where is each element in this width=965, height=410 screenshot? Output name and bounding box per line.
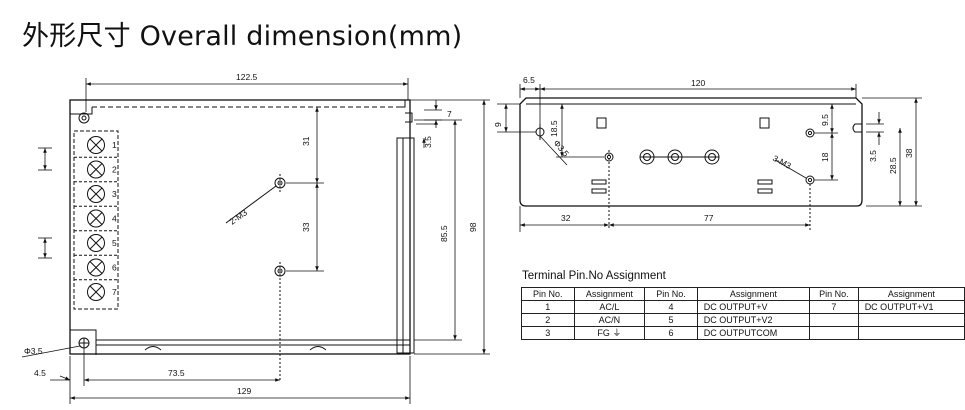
dim-height-total: 98: [468, 222, 478, 232]
terminal-block: [73, 130, 119, 310]
dim-width-top: 122.5: [236, 72, 258, 82]
header-pin-no-3: Pin No.: [808, 287, 859, 301]
table-cell: 2: [521, 313, 575, 327]
table-cell: [808, 326, 859, 340]
dim-hole-label: 2-M3: [227, 207, 249, 226]
screw-cross-icon: [89, 138, 103, 152]
table-cell: AC/L: [573, 300, 646, 314]
terminal-screw-5: [87, 234, 105, 252]
table-header-row: Pin No. Assignment Pin No. Assignment Pi…: [521, 287, 965, 301]
side-dim-height-inner: 28.5: [888, 157, 898, 174]
table-cell: DC OUTPUT+V1: [857, 300, 965, 314]
table-cell: AC/N: [573, 313, 646, 327]
table-cell: 7: [808, 300, 859, 314]
screw-cross-icon: [89, 261, 103, 274]
terminal-screw-3: [87, 185, 105, 203]
side-dim-notch: 3.5: [868, 150, 878, 162]
table-cell: 3: [521, 326, 575, 340]
header-pin-no-2: Pin No.: [644, 287, 698, 301]
table-cell: FG ⏚: [573, 326, 646, 340]
side-hole-6: [805, 175, 815, 185]
screw-cross-icon: [89, 212, 103, 225]
header-assignment-2: Assignment: [696, 287, 810, 301]
page-title: 外形尺寸 Overall dimension(mm): [22, 21, 463, 52]
right-rail: [396, 137, 415, 354]
table-cell: [857, 313, 965, 327]
table-row: 2 AC/N 5 DC OUTPUT+V2: [521, 313, 965, 327]
side-dim-right-offset: 9.5: [820, 114, 830, 126]
screw-cross-icon: [89, 236, 103, 250]
dim-height-inner: 85.5: [439, 225, 449, 242]
side-dim-bottom-span: 77: [704, 213, 714, 223]
side-dim-left-offset: 6.5: [523, 75, 535, 85]
screw-cross-icon: [89, 187, 103, 201]
dim-notch: 3.5: [423, 136, 433, 148]
side-hole-5: [805, 128, 815, 138]
side-view: [519, 97, 863, 230]
terminal-number: 2: [112, 165, 117, 175]
terminal-screw-4: [87, 209, 105, 228]
terminal-screw-1: [87, 136, 105, 154]
terminal-number: 1: [112, 140, 117, 150]
side-dim-hole-height: 9: [493, 122, 503, 127]
terminal-screw-2: [87, 160, 105, 179]
terminal-screw-7: [87, 283, 105, 301]
dim-mount-hole: Φ3.5: [24, 346, 43, 356]
table-cell: [857, 326, 965, 340]
pin-assignment-table: Pin No. Assignment Pin No. Assignment Pi…: [521, 287, 965, 340]
side-dim-length: 120: [691, 78, 705, 88]
dim-hole-spacing: 33: [301, 222, 311, 232]
table-cell: 6: [644, 326, 698, 340]
dim-offset-top: 7: [447, 109, 452, 119]
dim-left-offset: 4.5: [34, 368, 46, 378]
front-view: [69, 99, 415, 382]
table-cell: DC OUTPUTCOM: [696, 326, 810, 340]
header-assignment-3: Assignment: [857, 287, 965, 301]
side-dim-bottom-left: 32: [561, 213, 571, 223]
side-dim-hole-spacing: 18: [820, 152, 830, 162]
side-view-dim-labels: 120 6.5 9 18.5 Φ3.5 9.5 18 3.5 28.5 38 3…: [493, 75, 914, 223]
table-cell: [808, 313, 859, 327]
side-hole-1: [604, 152, 614, 162]
bottom-rail: [96, 339, 410, 346]
screw-cross-icon: [89, 285, 103, 299]
dim-hole-x: 73.5: [168, 368, 185, 378]
terminal-number: 6: [112, 263, 117, 273]
header-assignment-1: Assignment: [573, 287, 646, 301]
table-cell: 5: [644, 313, 698, 327]
front-view-body: [69, 99, 411, 355]
table-cell: DC OUTPUT+V2: [696, 313, 810, 327]
side-dim-height-total: 38: [904, 148, 914, 158]
table-row: 1 AC/L 4 DC OUTPUT+V 7 DC OUTPUT+V1: [521, 300, 965, 314]
side-view-body: [519, 97, 863, 207]
front-view-dimensions: [21, 78, 490, 404]
screw-cross-icon: [89, 163, 103, 176]
side-dim-bracket: 18.5: [549, 120, 559, 137]
header-pin-no-1: Pin No.: [521, 287, 575, 301]
pin-table-caption: Terminal Pin.No Assignment: [522, 270, 666, 282]
front-view-dim-labels: 122.5 129 73.5 4.5 Φ3.5 31 33 2-M3 85.5 …: [24, 72, 478, 396]
table-cell: 1: [521, 300, 575, 314]
terminal-number: 3: [112, 189, 117, 199]
dim-hole-from-top: 31: [301, 136, 311, 146]
table-cell: 4: [644, 300, 698, 314]
side-view-dimensions: [497, 84, 922, 232]
table-cell: DC OUTPUT+V: [696, 300, 810, 314]
terminal-number: 4: [112, 214, 117, 224]
dim-width-total: 129: [237, 386, 251, 396]
terminal-number: 7: [112, 287, 117, 297]
terminal-screws: 1 2 3 4 5 6 7: [74, 136, 118, 301]
terminal-number: 5: [112, 238, 117, 248]
table-row: 3 FG ⏚ 6 DC OUTPUTCOM: [521, 326, 965, 340]
terminal-screw-6: [87, 258, 105, 277]
side-dim-hole-dia: Φ3.5: [551, 138, 571, 159]
mount-hole-top-left: [78, 112, 90, 124]
